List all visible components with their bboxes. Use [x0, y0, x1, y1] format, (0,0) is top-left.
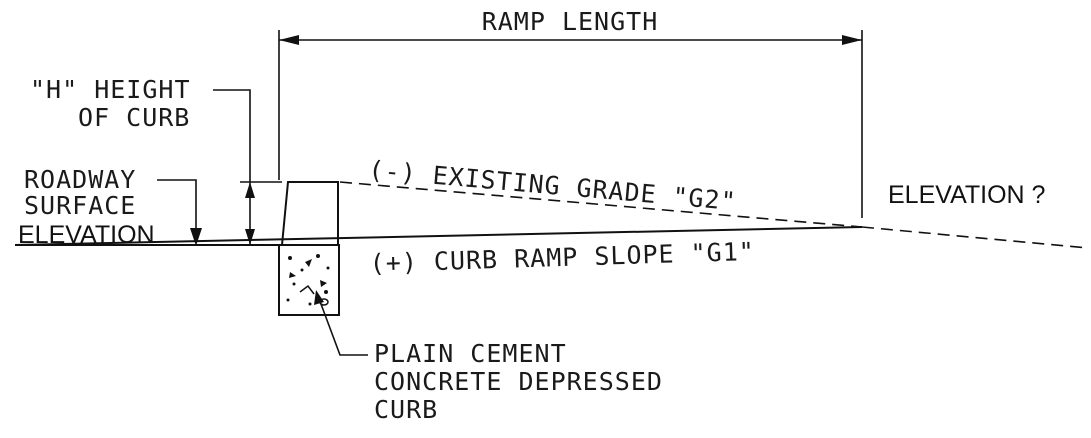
h-height-label-line2: OF CURB	[78, 103, 190, 132]
existing-grade-extension	[861, 226, 1089, 249]
concrete-hatch	[286, 254, 330, 306]
h-height-label-line1: "H" HEIGHT	[30, 75, 191, 104]
roadway-label-line1: ROADWAY	[24, 165, 136, 194]
existing-grade-label: (-) EXISTING GRADE "G2"	[367, 155, 737, 216]
curb-height-dimension: "H" HEIGHT OF CURB	[30, 75, 282, 245]
curb-section	[278, 181, 340, 316]
ramp-length-label: RAMP LENGTH	[482, 7, 659, 36]
ramp-length-dimension: RAMP LENGTH	[278, 7, 863, 218]
plain-cement-leader: PLAIN CEMENT CONCRETE DEPRESSED CURB	[314, 290, 663, 424]
roadway-label-line2: SURFACE	[24, 191, 136, 220]
plain-cement-label-line2: CONCRETE DEPRESSED	[374, 367, 663, 396]
elevation-question-label: ELEVATION ?	[888, 181, 1045, 209]
plain-cement-label-line1: PLAIN CEMENT	[374, 339, 567, 368]
plain-cement-label-line3: CURB	[374, 395, 438, 424]
roadway-label-line3: ELEVATION	[18, 221, 155, 249]
existing-grade-line	[339, 181, 863, 228]
roadway-surface-leader: ROADWAY SURFACE ELEVATION	[18, 165, 202, 249]
curb-ramp-slope-label: (+) CURB RAMP SLOPE "G1"	[369, 237, 755, 278]
concrete-curb-box	[278, 244, 340, 316]
curb-ramp-slope-line	[14, 226, 863, 246]
